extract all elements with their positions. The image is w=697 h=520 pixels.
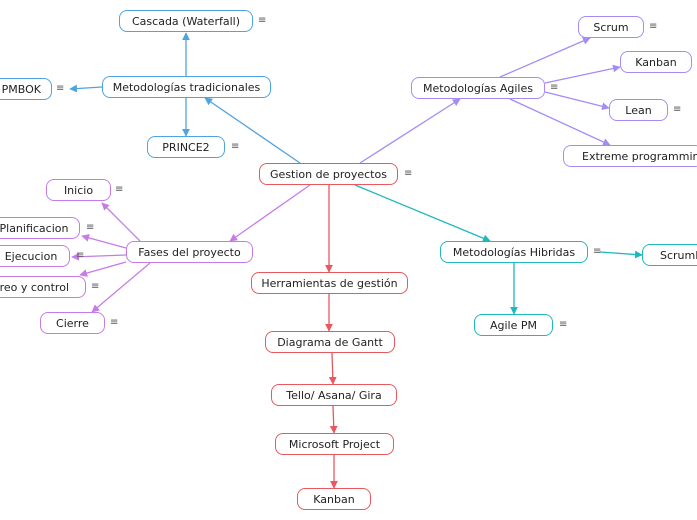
connector-line	[599, 250, 643, 259]
node-monitoreo-y-control[interactable]: Monitoreo y control	[0, 276, 86, 298]
menu-icon[interactable]: ≡	[76, 250, 85, 261]
connector-line	[101, 202, 141, 242]
node-ejecucion[interactable]: Ejecucion	[0, 245, 70, 267]
connector-line	[81, 234, 127, 249]
connector-line	[69, 84, 103, 93]
connector-line	[509, 98, 611, 146]
menu-icon[interactable]: ≡	[110, 317, 119, 328]
connector-line	[329, 405, 338, 434]
node-metodologias-hibridas[interactable]: Metodologías Hibridas	[440, 241, 588, 263]
node-agile-pm[interactable]: Agile PM	[474, 314, 553, 336]
connector-line	[359, 98, 461, 164]
menu-icon[interactable]: ≡	[593, 246, 602, 257]
menu-icon[interactable]: ≡	[550, 82, 559, 93]
menu-icon[interactable]: ≡	[559, 319, 568, 330]
menu-icon[interactable]: ≡	[673, 104, 682, 115]
menu-icon[interactable]: ≡	[115, 184, 124, 195]
node-gestion-de-proyectos[interactable]: Gestion de proyectos	[259, 163, 398, 185]
menu-icon[interactable]: ≡	[231, 141, 240, 152]
node-extreme-programming[interactable]: Extreme programming	[563, 145, 697, 167]
node-inicio[interactable]: Inicio	[46, 179, 111, 201]
menu-icon[interactable]: ≡	[404, 168, 413, 179]
menu-icon[interactable]: ≡	[258, 15, 267, 26]
node-cascada-waterfall[interactable]: Cascada (Waterfall)	[119, 10, 253, 32]
node-scrum[interactable]: Scrum	[578, 16, 644, 38]
menu-icon[interactable]: ≡	[56, 83, 65, 94]
node-herramientas-de-gestion[interactable]: Herramientas de gestión	[251, 272, 408, 294]
node-scrumban[interactable]: ScrumBan	[642, 244, 697, 266]
connector-line	[328, 352, 337, 385]
connector-line	[354, 184, 491, 242]
node-pmbok[interactable]: PMBOK	[0, 78, 52, 100]
node-fases-del-proyecto[interactable]: Fases del proyecto	[126, 241, 253, 263]
menu-icon[interactable]: ≡	[91, 281, 100, 292]
node-microsoft-project[interactable]: Microsoft Project	[275, 433, 394, 455]
node-planificacion[interactable]: Planificacion	[0, 217, 80, 239]
connector-line	[544, 64, 621, 84]
connector-line	[71, 252, 127, 261]
node-tello-asana-gira[interactable]: Tello/ Asana/ Gira	[271, 384, 397, 406]
node-lean[interactable]: Lean	[609, 99, 668, 121]
connector-line	[544, 91, 610, 111]
connector-line	[204, 97, 301, 164]
menu-icon[interactable]: ≡	[86, 222, 95, 233]
connector-line	[91, 262, 151, 313]
node-metodologias-tradicionales[interactable]: Metodologías tradicionales	[102, 76, 271, 98]
connector-line	[229, 184, 311, 242]
menu-icon[interactable]: ≡	[649, 21, 658, 32]
node-kanban-agil[interactable]: Kanban	[620, 51, 692, 73]
node-kanban-herramienta[interactable]: Kanban	[297, 488, 371, 510]
connector-line	[499, 37, 591, 78]
node-prince2[interactable]: PRINCE2	[147, 136, 225, 158]
node-metodologias-agiles[interactable]: Metodologías Agiles	[411, 77, 545, 99]
node-diagrama-de-gantt[interactable]: Diagrama de Gantt	[265, 331, 395, 353]
connector-line	[79, 261, 127, 277]
node-cierre[interactable]: Cierre	[40, 312, 105, 334]
